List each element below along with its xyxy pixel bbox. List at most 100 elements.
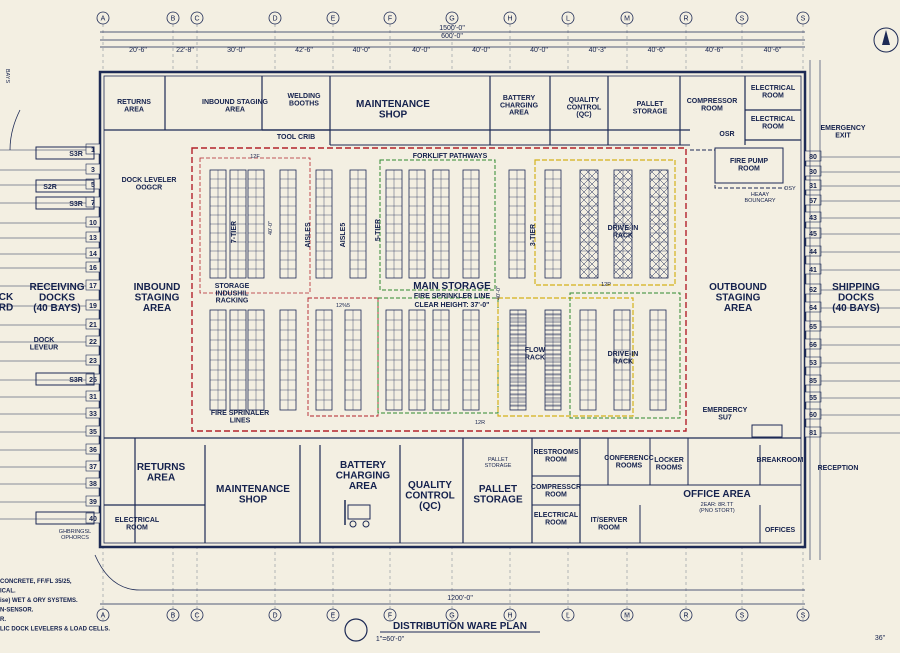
code-12p: 12P xyxy=(601,282,611,288)
grid-label: R xyxy=(683,613,688,620)
dock-door[interactable] xyxy=(85,261,101,273)
grid-label: H xyxy=(507,613,512,620)
osr-label: OSR xyxy=(719,131,734,138)
dock-number: 64 xyxy=(809,305,817,312)
grid-label: A xyxy=(101,16,106,23)
column-dim: 40'-0" xyxy=(530,47,548,54)
dock-number: 81 xyxy=(809,430,817,437)
dock-door[interactable] xyxy=(804,245,822,257)
grid-label: G xyxy=(449,16,454,23)
dock-number: 13 xyxy=(89,235,97,242)
dock-door[interactable] xyxy=(804,194,822,206)
column-dim: 22'-8" xyxy=(176,47,194,54)
dock-door[interactable] xyxy=(804,150,822,162)
note-line: CONCRETE, FF/FL 35/25, xyxy=(0,579,72,585)
dock-door[interactable] xyxy=(85,299,101,311)
dock-door[interactable] xyxy=(804,356,822,368)
dock-door[interactable] xyxy=(85,318,101,330)
office-sub-label: 2EAR: 8R.TT(PNO STORT) xyxy=(699,502,735,514)
dock-door[interactable] xyxy=(85,279,101,291)
dock-door[interactable] xyxy=(804,165,822,177)
dock-door[interactable] xyxy=(804,227,822,239)
dock-door[interactable] xyxy=(85,512,101,524)
dock-door[interactable] xyxy=(85,335,101,347)
room-tool-crib: TOOL CRIB xyxy=(277,134,315,141)
column-dim: 40'-3" xyxy=(589,47,607,54)
dock-door[interactable] xyxy=(85,443,101,455)
dock-door[interactable] xyxy=(85,354,101,366)
dock-door[interactable] xyxy=(85,178,101,190)
dock-number: 19 xyxy=(89,303,97,310)
dock-door[interactable] xyxy=(85,477,101,489)
dock-door[interactable] xyxy=(804,320,822,332)
dock-number: 5 xyxy=(91,182,95,189)
dock-door[interactable] xyxy=(85,373,101,385)
dock-door[interactable] xyxy=(85,390,101,402)
truck-label: S2R xyxy=(43,184,57,191)
dock-number: 17 xyxy=(89,283,97,290)
dock-door[interactable] xyxy=(85,163,101,175)
dock-door[interactable] xyxy=(804,301,822,313)
dock-number: 22 xyxy=(89,339,97,346)
dock-door[interactable] xyxy=(804,263,822,275)
dock-door[interactable] xyxy=(804,374,822,386)
dimension-lines: 1500'-0" 600'-0" 20'-6"22'-8"30'-0"42'-6… xyxy=(100,25,805,605)
grid-label: S xyxy=(740,16,745,23)
dock-door[interactable] xyxy=(85,247,101,259)
grid-label: D xyxy=(272,16,277,23)
dock-door[interactable] xyxy=(804,408,822,420)
grid-label: C xyxy=(194,16,199,23)
column-dim: 40'-0" xyxy=(472,47,490,54)
note-line: N-SENSOR. xyxy=(0,608,34,614)
dock-door[interactable] xyxy=(804,179,822,191)
reception-label: RECEPTION xyxy=(818,465,859,472)
dock-door[interactable] xyxy=(804,338,822,350)
dock-door[interactable] xyxy=(85,231,101,243)
dock-number: 44 xyxy=(809,249,817,256)
title-block: DISTRIBUTION WARE PLAN 1"=60'-0" 36" xyxy=(344,618,886,643)
dock-door[interactable] xyxy=(85,216,101,228)
room-breakroom: BREAKROOM xyxy=(757,457,804,464)
grid-label: E xyxy=(331,16,336,23)
dock-door[interactable] xyxy=(804,283,822,295)
note-line: ise) WET & ORY SYSTEMS. xyxy=(0,598,78,604)
dock-door[interactable] xyxy=(804,426,822,438)
dock-number: 36 xyxy=(89,447,97,454)
dock-door[interactable] xyxy=(85,425,101,437)
dock-door[interactable] xyxy=(804,211,822,223)
dock-number: 41 xyxy=(809,267,817,274)
dock-door[interactable] xyxy=(85,495,101,507)
aisle-dim: 40'-0" xyxy=(268,221,274,235)
dock-door[interactable] xyxy=(85,143,101,155)
dock-number: 10 xyxy=(89,220,97,227)
fire-sprinkler-label: FIRE SPRINKLER LINE xyxy=(414,293,491,300)
plan-scale: 1"=60'-0" xyxy=(376,636,405,643)
dock-number: 60 xyxy=(809,412,817,419)
code-12r: 12R xyxy=(475,420,485,426)
dock-door[interactable] xyxy=(804,391,822,403)
dock-door[interactable] xyxy=(85,407,101,419)
room-office-area: OFFICE AREA xyxy=(683,489,750,500)
overall-dim-top: 1500'-0" xyxy=(439,25,465,32)
dock-door[interactable] xyxy=(85,460,101,472)
rack-rows xyxy=(209,169,669,411)
